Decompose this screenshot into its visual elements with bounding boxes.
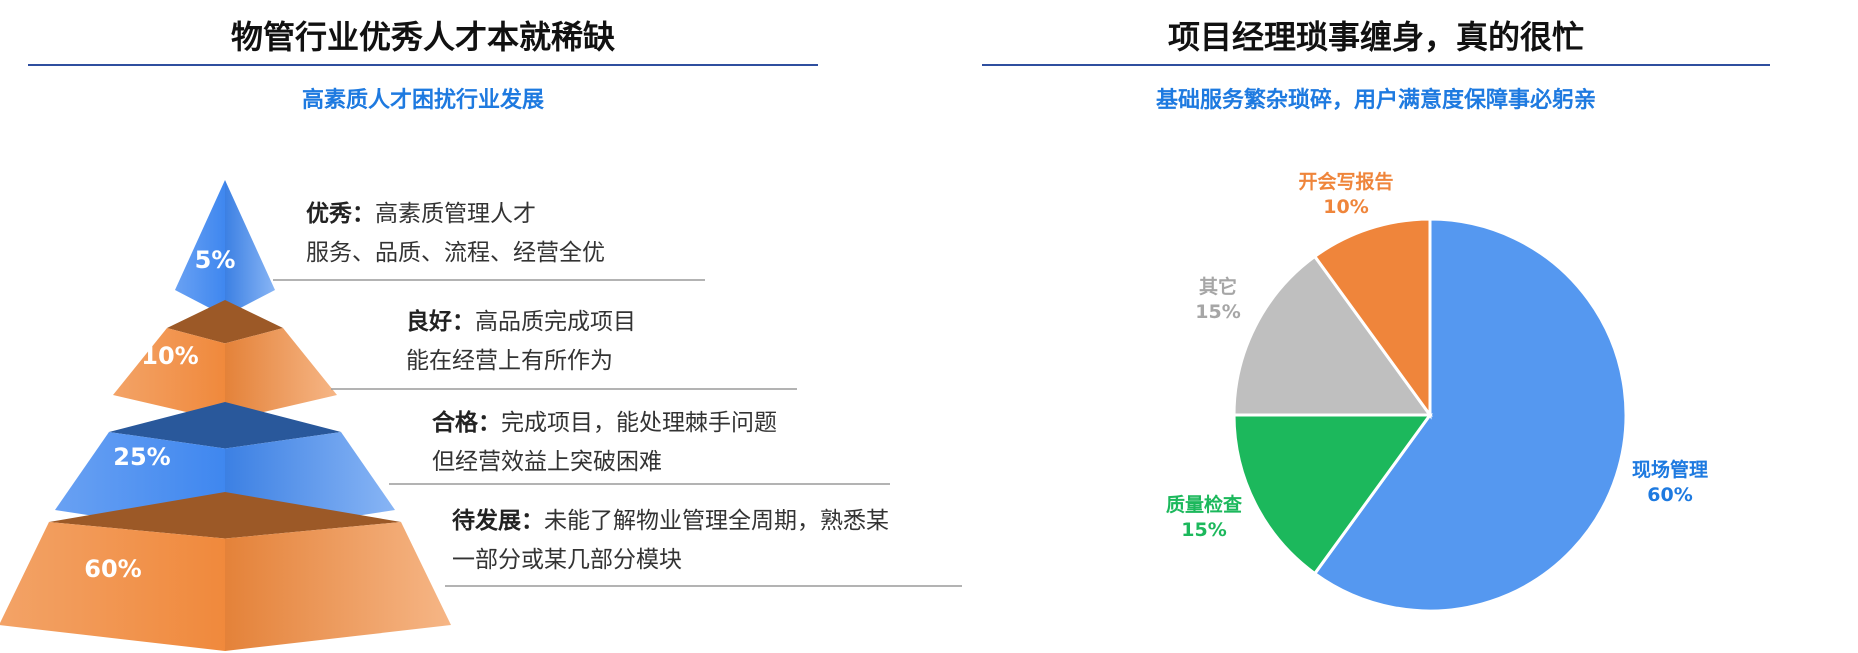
right-title-rule <box>982 64 1770 66</box>
pyramid-tier-left-face <box>0 522 225 651</box>
tier-line2: 服务、品质、流程、经营全优 <box>306 240 605 266</box>
tier-label: 待发展： <box>452 508 544 534</box>
pie-slice-percent-label: 60% <box>1647 484 1692 506</box>
left-subtitle: 高素质人才困扰行业发展 <box>301 88 544 113</box>
tier-desc-good: 良好：高品质完成项目 能在经营上有所作为 <box>406 303 636 381</box>
pyramid-tier-right-face <box>225 328 337 421</box>
pie-slice-percent-label: 10% <box>1323 196 1368 218</box>
pyramid-chart: 5% 10% 25% 60% <box>0 180 962 651</box>
pie-slice-category-label: 其它 <box>1199 275 1237 298</box>
tier-desc-excellent: 优秀：高素质管理人才 服务、品质、流程、经营全优 <box>306 195 605 273</box>
tier-line1: 未能了解物业管理全周期，熟悉某 <box>544 508 889 534</box>
tier-line2: 但经营效益上突破困难 <box>432 449 662 475</box>
pyramid-tier-right-face <box>225 522 451 651</box>
pie-slice <box>1312 217 1432 420</box>
pie-slice-category-label: 现场管理 <box>1632 458 1708 481</box>
pyramid-tier: 10% <box>113 300 797 421</box>
pyramid-tier-percent: 5% <box>195 246 236 274</box>
right-subtitle: 基础服务繁杂琐碎，用户满意度保障事必躬亲 <box>1155 88 1596 113</box>
pyramid-tier: 5% <box>175 180 705 316</box>
pie-slice-category-label: 质量检查 <box>1166 493 1243 516</box>
pyramid-tier-percent: 60% <box>84 555 141 583</box>
pyramid-tier: 60% <box>0 492 962 651</box>
tier-line1: 完成项目，能处理棘手问题 <box>501 410 777 436</box>
tier-desc-qualified: 合格：完成项目，能处理棘手问题 但经营效益上突破困难 <box>432 404 777 482</box>
tier-desc-developing: 待发展：未能了解物业管理全周期，熟悉某 一部分或某几部分模块 <box>452 502 889 580</box>
right-title: 项目经理琐事缠身，真的很忙 <box>1167 18 1584 56</box>
pyramid-tier-percent: 10% <box>141 342 198 370</box>
tier-line2: 一部分或某几部分模块 <box>452 547 682 573</box>
pie-slice <box>1312 217 1628 613</box>
pie-chart: 现场管理 60% 质量检查 15% 其它 15% 开会写报告 10% <box>1166 170 1708 613</box>
right-panel: 项目经理琐事缠身，真的很忙 基础服务繁杂琐碎，用户满意度保障事必躬亲 现场管理 6… <box>960 0 1858 653</box>
tier-line1: 高素质管理人才 <box>375 201 536 227</box>
pyramid-tier-percent: 25% <box>113 443 170 471</box>
pie-slice-category-label: 开会写报告 <box>1298 170 1393 193</box>
pie-slice-percent-label: 15% <box>1195 301 1240 323</box>
left-title-rule <box>28 64 818 66</box>
pyramid-tier-left-face <box>175 180 225 316</box>
tier-label: 良好： <box>406 309 475 335</box>
pyramid-tier-left-face <box>113 328 225 421</box>
tier-label: 优秀： <box>306 201 375 227</box>
pyramid-tier-cap <box>109 402 341 449</box>
tier-label: 合格： <box>432 410 501 436</box>
left-title: 物管行业优秀人才本就稀缺 <box>230 18 615 56</box>
left-panel: 物管行业优秀人才本就稀缺 高素质人才困扰行业发展 5% 10% 25% 60% 优秀：… <box>0 18 962 651</box>
pie-slice <box>1232 254 1433 417</box>
pie-slice <box>1232 413 1433 576</box>
pie-slice-percent-label: 15% <box>1181 519 1226 541</box>
pyramid-tier-cap <box>49 492 401 539</box>
pyramid-tier-right-face <box>225 180 275 316</box>
tier-line1: 高品质完成项目 <box>475 309 636 335</box>
tier-line2: 能在经营上有所作为 <box>406 348 613 374</box>
pyramid-tier-cap <box>167 300 283 344</box>
